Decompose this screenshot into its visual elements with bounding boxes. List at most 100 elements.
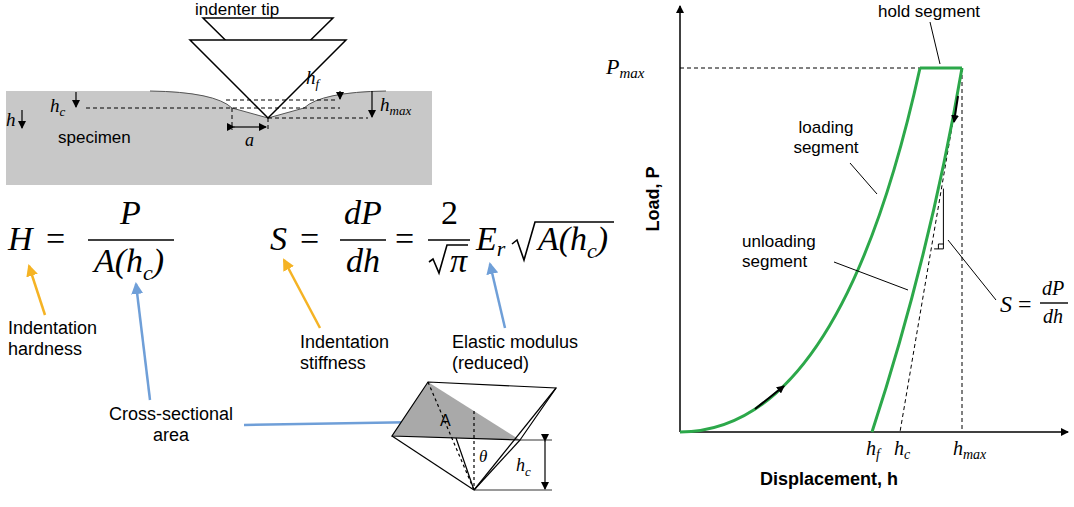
math-symbol: f	[316, 77, 320, 90]
annotation-text: specimen	[58, 128, 131, 148]
a-extension	[232, 108, 233, 130]
direction-arrow	[954, 96, 958, 122]
h-axis-arrow	[21, 110, 22, 128]
math-symbol: E	[476, 222, 497, 256]
math-symbol: dP	[1042, 278, 1064, 298]
math-symbol: =	[46, 222, 65, 256]
math-symbol: =	[1018, 292, 1032, 316]
hardness-arrow	[29, 266, 45, 315]
annotation-text: unloading segment	[742, 232, 834, 271]
math-symbol: P	[120, 196, 141, 230]
math-symbol: A(h	[94, 244, 143, 278]
hold-leader	[930, 22, 940, 64]
radical-sign	[512, 222, 614, 260]
extension-line	[474, 490, 552, 491]
math-symbol: h	[50, 96, 60, 115]
fraction-bar	[428, 239, 470, 241]
area-arrow	[136, 284, 150, 400]
annotation-text: Elastic modulus (reduced)	[452, 332, 592, 373]
x-axis	[680, 431, 1068, 433]
math-symbol: h	[894, 438, 904, 458]
stiffness-arrow	[284, 260, 320, 328]
math-symbol: )	[597, 222, 608, 256]
hc-level	[86, 108, 340, 109]
a-extension	[268, 118, 269, 130]
hc-dimension	[544, 441, 545, 489]
leader-lines	[834, 22, 1068, 303]
math-symbol: a	[245, 131, 254, 149]
annotation-text: Indentation stiffness	[300, 332, 412, 373]
loading-curve	[680, 68, 920, 432]
math-symbol: h	[953, 438, 963, 458]
fraction-bar	[340, 239, 386, 241]
annotation-text: loading segment	[785, 118, 867, 157]
math-symbol: max	[963, 448, 986, 462]
fraction-bar	[88, 239, 174, 241]
math-symbol: c	[587, 240, 597, 262]
pyramid-edge	[474, 440, 520, 490]
annotation-text: hold segment	[878, 2, 980, 22]
pyramid-axis	[473, 411, 474, 490]
unloading-curve	[872, 68, 962, 432]
math-symbol: c	[60, 105, 66, 118]
graph-axes	[680, 6, 1068, 432]
hmax-guide	[962, 68, 963, 432]
hf-level	[226, 100, 338, 101]
dashed-levels	[86, 100, 368, 130]
math-symbol: =	[300, 222, 319, 256]
hold-curve	[920, 67, 962, 70]
specimen-block	[6, 91, 432, 185]
fraction-bar	[1040, 302, 1068, 303]
math-symbol: )	[153, 244, 164, 278]
face-line	[456, 438, 474, 490]
right-angle-mark	[938, 244, 943, 249]
direction-arrow	[755, 386, 784, 409]
a-arrow	[234, 126, 266, 127]
dimension-arrows	[22, 91, 372, 128]
pmax-guide	[680, 68, 920, 69]
cross-section-area	[392, 382, 520, 440]
math-symbol: h	[6, 110, 16, 129]
slope-leader	[948, 240, 996, 300]
math-symbol: dP	[344, 196, 382, 230]
slope-triangle	[934, 189, 943, 249]
pyramid-edge	[392, 436, 474, 490]
math-symbol: S	[270, 222, 287, 256]
math-symbol: h	[866, 438, 876, 458]
annotation-text: A	[440, 412, 451, 430]
annotation-text: Indentation hardness	[8, 318, 116, 359]
math-symbol: h	[516, 456, 525, 474]
modulus-arrow	[490, 264, 505, 328]
math-symbol: dh	[1043, 306, 1063, 326]
indenter-outline	[190, 40, 346, 118]
pyramid-edge	[428, 382, 474, 490]
hf-arrow	[339, 91, 340, 99]
pyramid-edge	[474, 388, 556, 490]
math-symbol: c	[143, 262, 153, 284]
y-axis	[679, 6, 681, 432]
math-symbol: H	[8, 222, 33, 256]
math-symbol: P	[606, 56, 619, 78]
pyramid-figure	[392, 382, 556, 490]
loading-leader	[850, 163, 877, 194]
math-symbol: =	[395, 222, 414, 256]
math-symbol: h	[306, 68, 316, 87]
math-symbol: 2	[441, 196, 458, 230]
unloading-leader	[834, 262, 908, 290]
axis-title: Displacement, h	[760, 470, 898, 488]
axis-title: Load, P	[644, 166, 662, 231]
extension-line	[520, 440, 552, 441]
math-symbol: max	[390, 104, 412, 117]
annotation-text: indenter tip	[195, 0, 279, 20]
math-symbol: A(h	[538, 222, 587, 256]
hmax-level	[268, 118, 368, 119]
math-symbol: max	[619, 66, 644, 81]
math-symbol: c	[904, 448, 910, 462]
math-symbol: S	[1000, 292, 1012, 316]
math-symbol: r	[497, 238, 506, 260]
hmax-arrow	[371, 91, 372, 117]
graph-guides	[680, 68, 962, 432]
load-curve	[680, 68, 962, 432]
math-symbol: π	[450, 244, 467, 278]
